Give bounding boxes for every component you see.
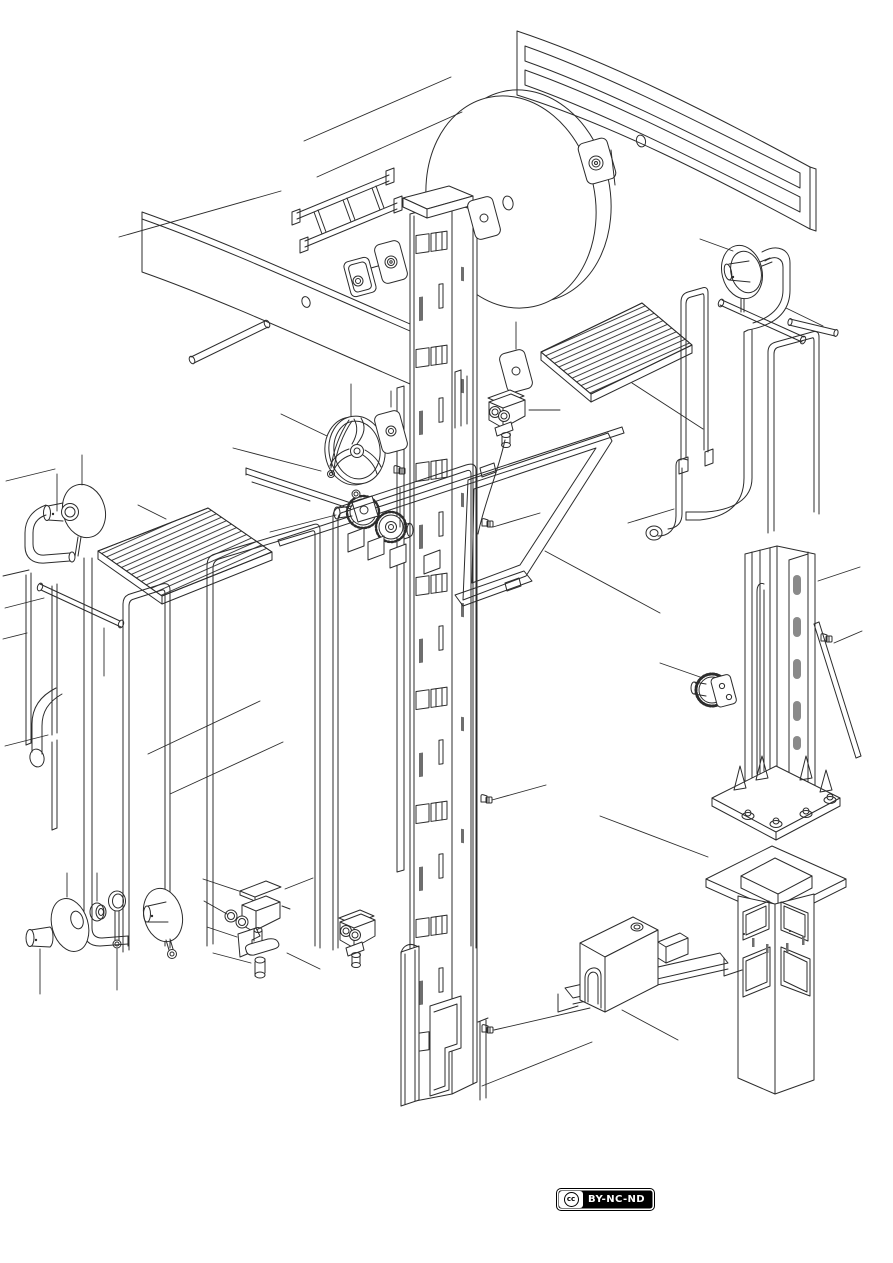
left-lamp-conduit (24, 504, 76, 564)
curved-band (141, 211, 439, 397)
cross-rod-right (717, 298, 807, 345)
u-frame-1 (122, 583, 171, 953)
flat-bar-left (25, 572, 32, 746)
lens-stem (108, 890, 126, 949)
adjuster-knob (690, 672, 737, 708)
u-clamp-bracket (343, 256, 379, 298)
mast-front-strip (396, 385, 405, 873)
mast-bottom-strip (477, 1017, 489, 1101)
slotted-mast (409, 202, 478, 1103)
mast-side-strip (454, 369, 468, 429)
base-plate (711, 755, 841, 841)
mast-z-bracket (429, 995, 462, 1097)
wide-frame-right (767, 331, 820, 534)
cc-icon: cc (559, 1191, 583, 1208)
lamp-junction-box-upper (487, 389, 526, 448)
brace-rod (813, 621, 862, 759)
bulb-cap (25, 926, 54, 948)
grating-platform-left (97, 507, 273, 605)
horizontal-rod-right (787, 318, 839, 337)
ladder-bracket (291, 167, 403, 254)
right-lamp-conduit (685, 247, 791, 521)
counterweight-box (579, 916, 689, 1013)
u-frame-3 (332, 463, 477, 951)
banner-mounting-pad (577, 137, 617, 186)
grating-platform-right (540, 302, 693, 403)
lamp-junction-box-exploded (224, 880, 291, 979)
mounting-pad-3 (374, 410, 408, 454)
pin-rod (188, 319, 271, 365)
drive-chain (327, 419, 353, 478)
handrail-rod-left (36, 582, 125, 629)
reflector-disc-part (50, 898, 90, 952)
mounting-pad-4 (499, 349, 533, 393)
reflector-assembled (142, 887, 184, 959)
foundation-sleeve (737, 893, 815, 1095)
curved-slotted-banner-panel (516, 30, 817, 232)
pipe-loop-left (83, 557, 129, 947)
mounting-pad-2 (374, 240, 408, 284)
mounting-pad-1 (467, 196, 501, 240)
a-frame-bracket (454, 432, 613, 607)
u-frame-2 (206, 523, 321, 949)
support-blocks (347, 527, 441, 575)
mast-cap (402, 185, 474, 219)
j-pipe-right (645, 458, 689, 541)
narrow-frame-right (678, 287, 714, 475)
anchor-bolts (741, 793, 837, 828)
leader-lines (2, 76, 863, 1087)
left-signal-lamp (43, 483, 107, 557)
thin-bar-left (51, 583, 58, 831)
license-badge[interactable]: cc BY-NC-ND (557, 1189, 654, 1210)
j-pipe-left (29, 687, 63, 768)
base-column (744, 545, 816, 801)
mast-lower-channel (400, 944, 420, 1107)
control-cable (477, 439, 506, 535)
right-signal-lamp (721, 244, 773, 313)
collar-ring (89, 902, 107, 922)
handwheel (324, 415, 386, 486)
license-label: BY-NC-ND (588, 1194, 645, 1205)
lamp-junction-box-assembled (338, 909, 376, 968)
